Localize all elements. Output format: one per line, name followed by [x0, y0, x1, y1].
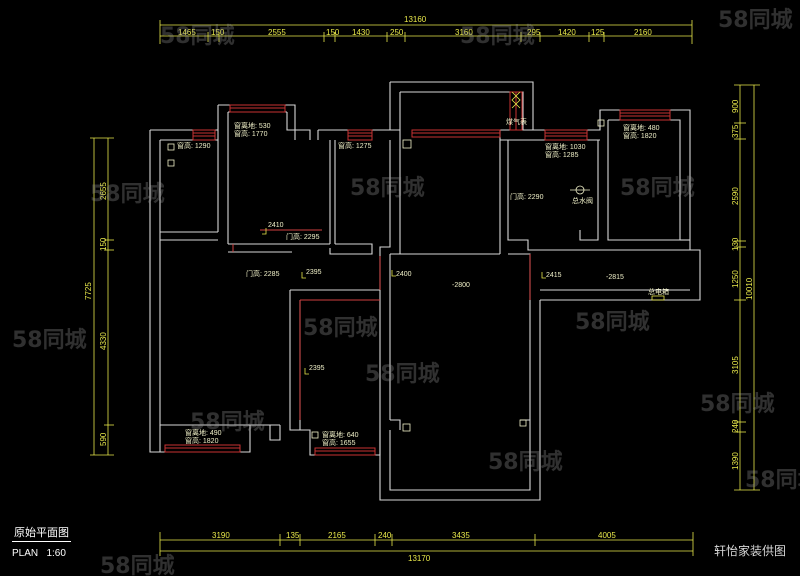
watermark: 58同城 [90, 182, 165, 207]
left-dim-4: 590 [99, 432, 108, 446]
label-window-height-4: 窗高: 1285 [545, 150, 579, 159]
label-water-valve: 总水阀 [572, 196, 593, 205]
watermark: 58同城 [365, 362, 440, 387]
gas-meter-icon [511, 91, 521, 109]
label-elevation-right: -2815 [606, 274, 624, 281]
left-dim-1: 2655 [99, 182, 108, 200]
top-dim-5: 1430 [352, 28, 370, 37]
elevation-markers [262, 228, 546, 375]
top-dimension-chain [159, 20, 693, 44]
top-dim-8: 295 [527, 28, 541, 37]
label-gas-meter: 煤气表 [506, 117, 527, 126]
watermark: 58同城 [460, 24, 535, 49]
right-dim-1: 900 [731, 99, 740, 113]
label-ceiling-5: 2395 [309, 365, 325, 372]
label-window-height-1: 窗高: 1290 [177, 141, 211, 150]
watermark: 58同城 [488, 450, 563, 475]
watermark: 58同城 [575, 310, 650, 335]
left-dim-2: 150 [99, 237, 108, 251]
door-headers [232, 229, 531, 420]
label-window-sill-2: 窗离地: 530 [234, 121, 271, 130]
label-window-sill-5: 窗离地: 480 [623, 123, 660, 132]
right-total-dim: 10010 [745, 277, 754, 300]
right-dim-2: 375 [731, 124, 740, 138]
watermark: 58同城 [350, 176, 425, 201]
bottom-dim-3: 2165 [328, 531, 346, 540]
walls [149, 81, 701, 501]
right-dim-7: 240 [731, 419, 740, 433]
scale-label: 1:60 [46, 548, 66, 559]
watermark: 58同城 [700, 392, 775, 417]
label-window-height-3: 窗高: 1275 [338, 141, 372, 150]
drawing-title-block: 原始平面图 PLAN 1:60 [12, 524, 71, 559]
bottom-dim-2: 135 [286, 531, 300, 540]
top-dim-10: 125 [591, 28, 605, 37]
watermark: 58同城 [620, 176, 695, 201]
right-dim-4: 130 [731, 237, 740, 251]
label-window-height-2: 窗高: 1770 [234, 129, 268, 138]
image-credit: 轩怡家装供图 [713, 544, 786, 558]
label-window-height-10: 窗高: 1655 [322, 438, 356, 447]
top-dim-9: 1420 [558, 28, 576, 37]
top-dim-7: 3160 [455, 28, 473, 37]
watermark: 58同城 [100, 554, 175, 576]
right-dim-5: 1250 [731, 270, 740, 288]
drawing-title: 原始平面图 [12, 524, 71, 542]
right-dim-8: 1390 [731, 452, 740, 470]
left-total-dim: 7725 [84, 282, 93, 300]
top-total-dim: 13160 [404, 15, 427, 24]
bottom-dim-4: 240 [378, 531, 392, 540]
label-ceiling-4: 2415 [546, 272, 562, 279]
top-dim-2: 150 [211, 28, 225, 37]
label-electric-box: 总电箱 [648, 287, 669, 296]
label-ceiling-1: 2410 [268, 222, 284, 229]
plan-label: PLAN [12, 548, 39, 559]
label-window-height-9: 窗高: 1820 [185, 436, 219, 445]
electric-box-icon [651, 295, 665, 301]
windows [164, 91, 671, 456]
label-window-sill-4: 窗离地: 1030 [545, 142, 586, 151]
label-door-height-8: 门高: 2285 [246, 269, 280, 278]
right-dimension-chain [734, 84, 760, 491]
right-dim-6: 3105 [731, 356, 740, 374]
right-dim-3: 2590 [731, 187, 740, 205]
label-ceiling-3: 2400 [396, 271, 412, 278]
bottom-dim-1: 3190 [212, 531, 230, 540]
label-window-height-5: 窗高: 1820 [623, 131, 657, 140]
top-dim-3: 2555 [268, 28, 286, 37]
bottom-dim-6: 4005 [598, 531, 616, 540]
label-door-height-7: 门高: 2295 [286, 232, 320, 241]
top-dim-11: 2160 [634, 28, 652, 37]
watermark: 58同城 [12, 328, 87, 353]
label-window-sill-9: 窗离地: 490 [185, 428, 222, 437]
top-dim-6: 250 [390, 28, 404, 37]
top-dim-1: 1465 [178, 28, 196, 37]
bottom-dim-5: 3435 [452, 531, 470, 540]
drawing-scale: PLAN 1:60 [12, 548, 71, 559]
bottom-dimension-chain [159, 532, 694, 556]
label-elevation-living: -2800 [452, 282, 470, 289]
watermark: 58同城 [745, 468, 800, 493]
top-dim-4: 150 [326, 28, 340, 37]
watermark: 58同城 [160, 24, 235, 49]
watermark: 58同城 [190, 410, 265, 435]
left-dimension-chain [90, 137, 114, 456]
water-valve-icon [570, 185, 590, 195]
label-window-sill-10: 窗离地: 640 [322, 430, 359, 439]
bottom-total-dim: 13170 [408, 554, 431, 563]
label-door-height-6: 门高: 2290 [510, 192, 544, 201]
watermark: 58同城 [718, 8, 793, 33]
door-swing-marks [167, 119, 605, 439]
label-ceiling-2: 2395 [306, 269, 322, 276]
watermark: 58同城 [303, 316, 378, 341]
left-dim-3: 4330 [99, 332, 108, 350]
